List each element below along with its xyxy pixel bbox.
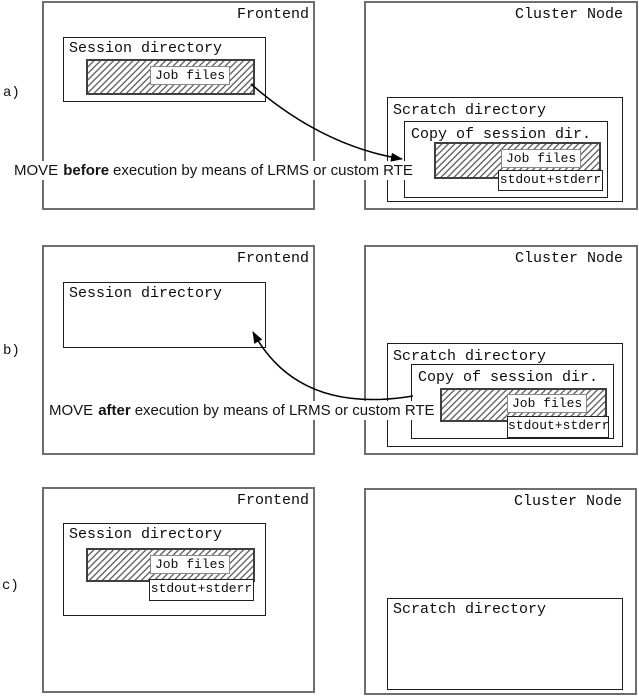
row-b-stdout-stderr-box: stdout+stderr — [507, 416, 609, 438]
row-a-cluster-job-files-label: Job files — [501, 149, 582, 168]
row-b-session-directory-box: Session directory — [63, 282, 266, 348]
row-c-session-directory-title: Session directory — [69, 526, 223, 543]
row-a-caption-post: execution by means of LRMS or custom RTE — [113, 162, 413, 179]
row-b-scratch-directory-box: Scratch directory Copy of session dir. J… — [387, 343, 623, 447]
row-b-scratch-directory-title: Scratch directory — [393, 348, 547, 365]
row-c-stdout-stderr-box: stdout+stderr — [149, 579, 254, 601]
row-b-label: b) — [3, 343, 20, 359]
row-a-frontend-title: Frontend — [236, 6, 309, 23]
row-c-scratch-directory-box: Scratch directory — [387, 598, 623, 690]
row-a-copy-of-session-dir-box: Copy of session dir. Job files stdout+st… — [404, 121, 608, 198]
row-b-caption-post: execution by means of LRMS or custom RTE — [134, 402, 435, 419]
row-b-cluster-job-files-label: Job files — [507, 394, 588, 413]
row-a-frontend-job-files-box: Job files — [86, 59, 255, 95]
row-b-caption-emphasis: after — [98, 402, 131, 419]
row-c-label: c) — [2, 578, 19, 594]
row-b-caption-pre: MOVE — [49, 402, 94, 419]
row-a-caption-emphasis: before — [63, 162, 110, 179]
row-b-copy-of-session-dir-box: Copy of session dir. Job files stdout+st… — [411, 364, 614, 439]
row-a-stdout-stderr-box: stdout+stderr — [498, 170, 603, 191]
row-b-copy-of-session-dir-title: Copy of session dir. — [418, 369, 599, 386]
row-b-session-directory-title: Session directory — [69, 285, 223, 302]
row-c-frontend-box: Frontend Session directory Job files std… — [42, 487, 315, 693]
row-a-copy-of-session-dir-title: Copy of session dir. — [411, 126, 592, 143]
row-c-scratch-directory-title: Scratch directory — [393, 601, 547, 618]
row-c-session-directory-box: Session directory Job files stdout+stder… — [63, 523, 266, 616]
row-a-caption-pre: MOVE — [14, 162, 59, 179]
row-c-frontend-job-files-box: Job files — [86, 548, 255, 582]
row-c-cluster-node-box: Cluster Node Scratch directory — [364, 488, 637, 695]
row-b-cluster-node-box: Cluster Node Scratch directory Copy of s… — [364, 245, 638, 455]
row-a-session-directory-title: Session directory — [69, 40, 223, 57]
row-c-frontend-title: Frontend — [236, 492, 309, 509]
row-a-cluster-node-title: Cluster Node — [514, 6, 623, 23]
row-b-frontend-box: Frontend Session directory — [42, 245, 315, 455]
row-c-cluster-node-title: Cluster Node — [513, 493, 622, 510]
row-b-frontend-title: Frontend — [236, 250, 309, 267]
row-a-frontend-job-files-label: Job files — [150, 66, 231, 85]
row-a-session-directory-box: Session directory Job files — [63, 37, 266, 102]
row-b-cluster-node-title: Cluster Node — [514, 250, 623, 267]
row-a-scratch-directory-title: Scratch directory — [393, 102, 547, 119]
row-a-label: a) — [3, 85, 20, 101]
row-a-scratch-directory-box: Scratch directory Copy of session dir. J… — [387, 97, 623, 202]
row-c-frontend-job-files-label: Job files — [150, 555, 231, 574]
